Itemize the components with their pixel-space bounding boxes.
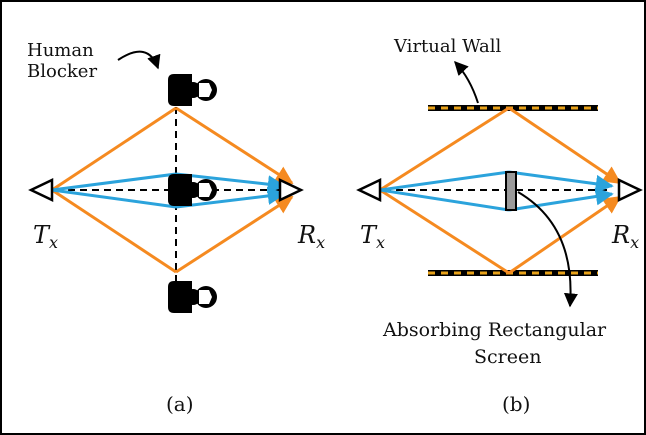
tx-antenna-icon-b <box>356 178 382 202</box>
rx-antenna-icon-a <box>278 178 304 202</box>
tx-symbol-a: T <box>33 221 50 249</box>
caption-a: (a) <box>166 392 194 416</box>
tx-antenna-icon-a <box>28 178 54 202</box>
absorbing-screen <box>505 171 517 211</box>
direct-paths-a <box>51 172 286 209</box>
rx-antenna-icon-b <box>617 178 643 202</box>
tx-symbol-b: T <box>360 221 377 249</box>
wall-pointer-arrow <box>454 60 479 104</box>
panel-b <box>356 60 643 308</box>
human-blocker-icon-bottom <box>168 281 217 313</box>
panel-a <box>28 50 304 313</box>
rx-subscript-b: x <box>630 233 640 252</box>
screen-label-line1: Absorbing Rectangular <box>383 319 607 341</box>
human-blocker-icon-top <box>168 74 217 106</box>
caption-b: (b) <box>502 392 531 416</box>
rx-symbol-b: R <box>612 221 631 249</box>
direct-paths-b <box>379 170 614 212</box>
blocker-label-line1: Human <box>27 40 94 61</box>
blocker-label-line2: Blocker <box>27 61 98 82</box>
reflected-paths-b <box>379 106 622 275</box>
tx-subscript-b: x <box>376 233 386 252</box>
virtual-wall-label: Virtual Wall <box>394 36 502 57</box>
tx-label-a: Tx <box>33 221 59 252</box>
reflected-paths-a <box>51 106 294 274</box>
blocker-pointer-arrow <box>117 50 161 70</box>
tx-label-b: Tx <box>360 221 386 252</box>
rx-label-b: Rx <box>612 221 640 252</box>
screen-pointer-arrow <box>517 191 578 308</box>
screen-label-line2: Screen <box>474 346 542 368</box>
rx-label-a: Rx <box>298 221 326 252</box>
rx-symbol-a: R <box>298 221 317 249</box>
tx-subscript-a: x <box>49 233 59 252</box>
rx-subscript-a: x <box>316 233 326 252</box>
